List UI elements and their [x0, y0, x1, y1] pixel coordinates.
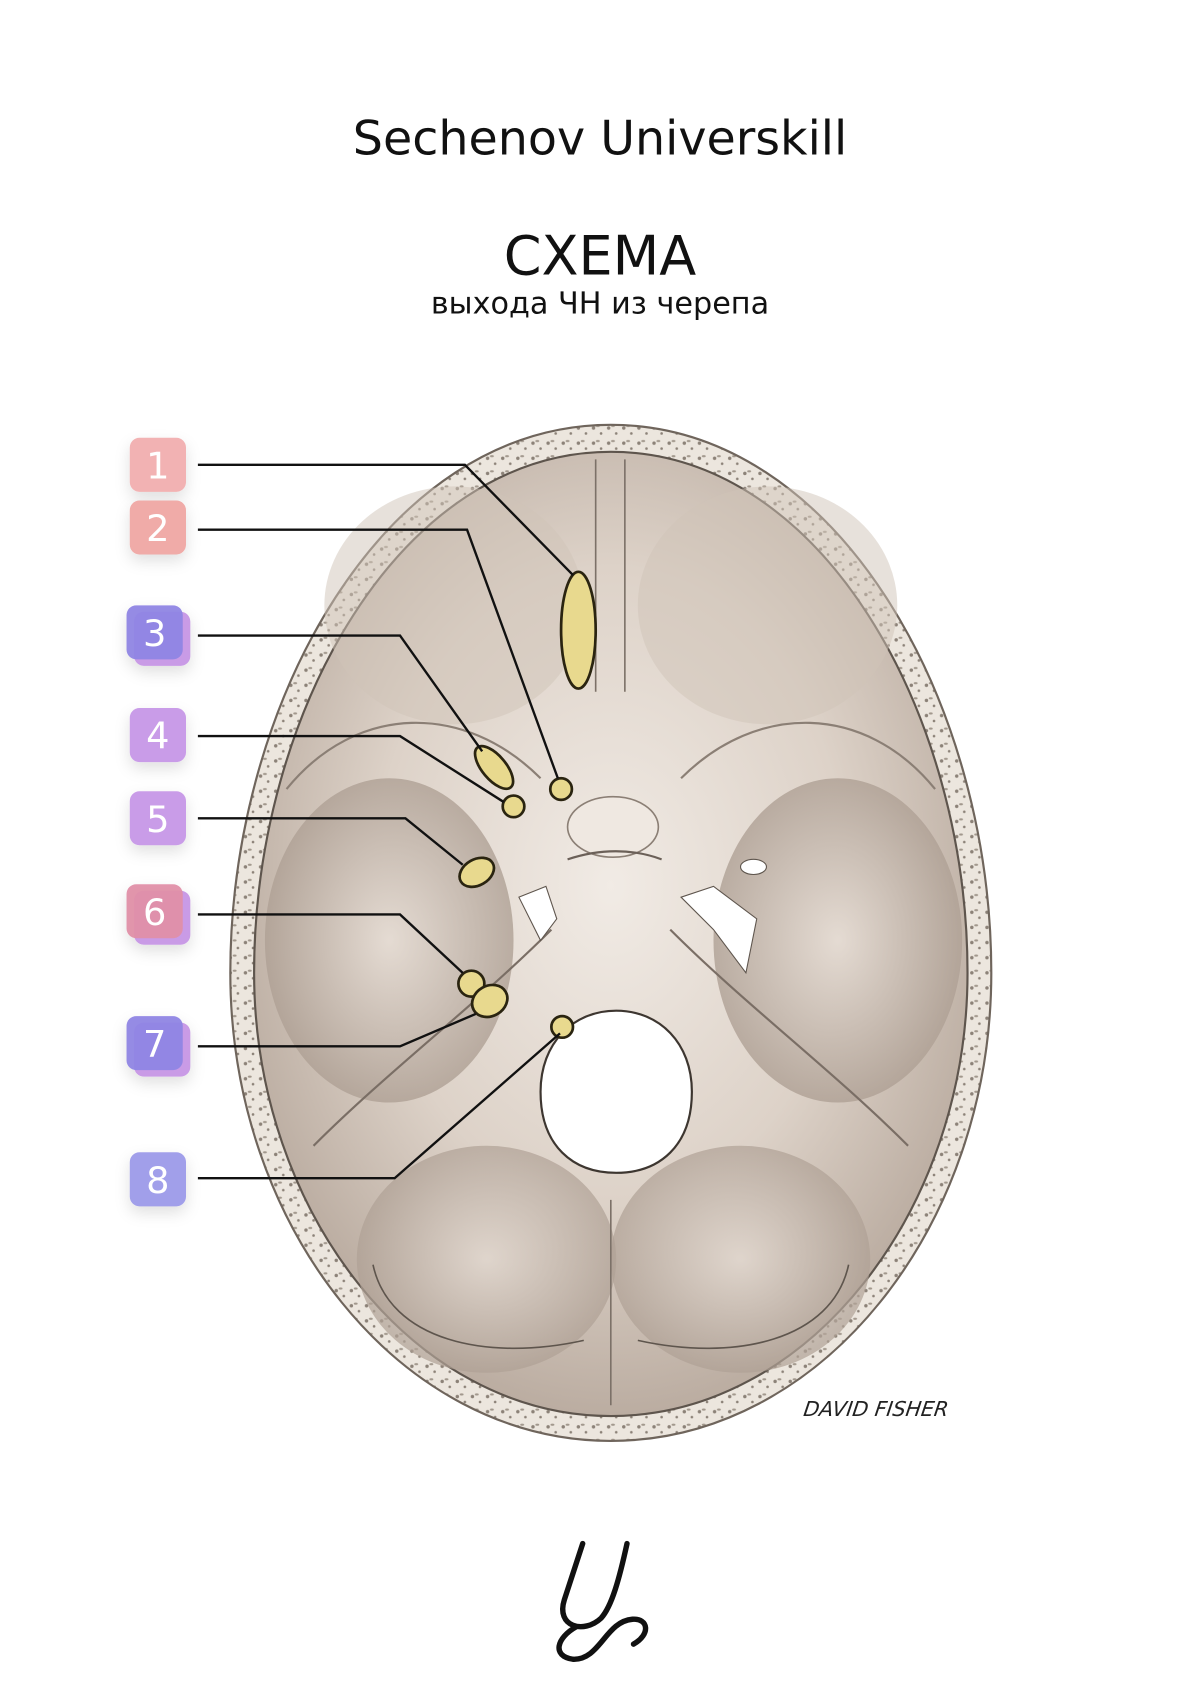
leader-lines	[197, 463, 574, 1180]
foramen-magnum	[539, 1009, 693, 1174]
foramen-2-optic-canal	[548, 776, 574, 802]
label-2: 2	[129, 500, 186, 555]
svg-text:1: 1	[146, 444, 169, 487]
subheading: выхода ЧН из черепа	[431, 286, 769, 321]
label-7: 7	[126, 1016, 191, 1077]
foramina	[457, 570, 598, 1040]
foramen-8-hypoglossal-canal	[550, 1014, 575, 1040]
foramen-7-jugular	[470, 983, 509, 1019]
skull-illustration	[229, 423, 993, 1442]
label-3: 3	[126, 605, 191, 666]
leader-line-1	[197, 463, 574, 576]
leader-line-2	[197, 528, 559, 779]
label-8: 8	[129, 1152, 186, 1207]
label-6: 6	[126, 884, 191, 945]
leader-line-3	[197, 634, 484, 752]
foramen-5-ovale	[458, 856, 496, 889]
page-title: Sechenov Universkill	[353, 112, 847, 167]
label-5: 5	[129, 791, 186, 846]
leader-line-4	[197, 734, 505, 804]
artist-signature: DAVID FISHER	[802, 1397, 950, 1421]
foramen-3-superior-orbital-fissure	[473, 744, 515, 791]
svg-text:4: 4	[146, 715, 169, 758]
svg-text:7: 7	[143, 1023, 166, 1066]
universkill-logo	[556, 1540, 649, 1662]
posterior-cranial-fossa-left	[356, 1145, 617, 1373]
middle-cranial-fossa-left	[264, 778, 514, 1103]
svg-text:3: 3	[143, 612, 166, 655]
heading: СХЕМА	[504, 225, 696, 288]
foramen-1-cribriform-plate	[559, 570, 598, 690]
posterior-cranial-fossa-right	[610, 1145, 871, 1373]
svg-text:2: 2	[146, 507, 169, 550]
label-4: 4	[129, 708, 186, 763]
svg-text:5: 5	[146, 798, 169, 841]
leader-line-6	[197, 913, 464, 974]
label-1: 1	[129, 437, 186, 492]
foramen-4-rotundum	[501, 794, 526, 819]
leader-line-5	[197, 817, 464, 866]
number-labels: 1 2 3 4 5 6 7 8	[126, 437, 191, 1207]
leader-line-8	[197, 1032, 561, 1180]
leader-line-7	[197, 1012, 477, 1048]
middle-cranial-fossa-right	[713, 778, 963, 1103]
svg-text:6: 6	[143, 891, 166, 934]
svg-text:8: 8	[146, 1159, 169, 1202]
